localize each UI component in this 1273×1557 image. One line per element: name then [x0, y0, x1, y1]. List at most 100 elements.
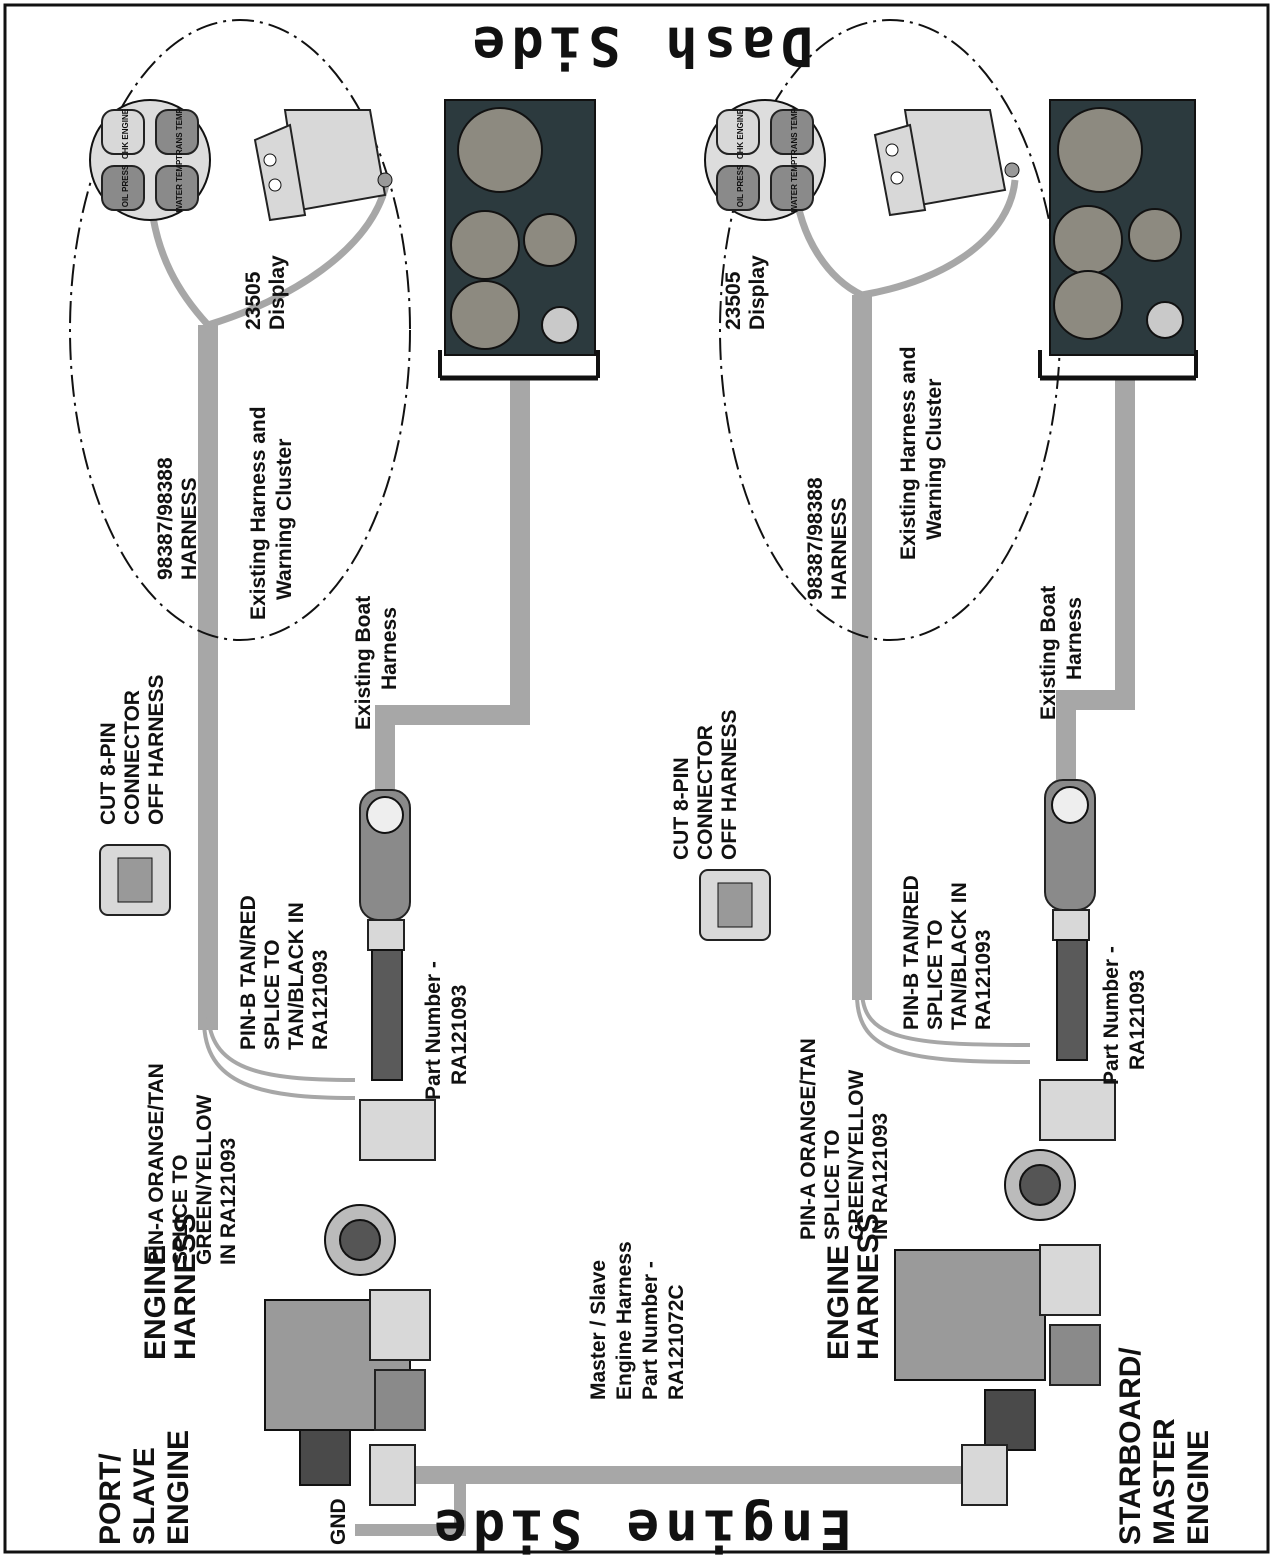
svg-text:GREEN/YELLOW: GREEN/YELLOW	[845, 1069, 868, 1240]
svg-text:Part Number -: Part Number -	[422, 961, 445, 1100]
stbd-part-number-label: Part Number - RA121093	[1100, 946, 1149, 1085]
svg-text:Harness: Harness	[1063, 597, 1086, 680]
svg-text:HARNESS: HARNESS	[178, 477, 201, 580]
svg-text:PIN-B TAN/RED: PIN-B TAN/RED	[237, 895, 260, 1050]
port-btn-oil: OIL PRESS	[121, 164, 130, 207]
svg-text:Existing Harness and: Existing Harness and	[247, 406, 270, 620]
stbd-engine-harness	[894, 1149, 1101, 1451]
svg-text:RA121072C: RA121072C	[665, 1284, 688, 1400]
stbd-boat-harness-wire	[1056, 380, 1135, 780]
stbd-btn-water: WATER TEMP	[790, 159, 799, 212]
svg-text:SPLICE TO: SPLICE TO	[261, 940, 284, 1050]
stbd-display-label: 23505 Display	[722, 255, 769, 330]
stbd-warning-label: Existing Harness and Warning Cluster	[897, 346, 946, 560]
stbd-cut-connector-label: CUT 8-PIN CONNECTOR OFF HARNESS	[670, 709, 741, 860]
port-link-connector	[369, 1444, 416, 1506]
svg-text:ENGINE: ENGINE	[822, 1245, 855, 1360]
frame-border	[3, 3, 1270, 1554]
stbd-cut-connector-icon	[699, 869, 771, 941]
dash-side-label: Dash Side	[467, 14, 814, 77]
svg-text:TAN/BLACK IN: TAN/BLACK IN	[948, 882, 971, 1030]
svg-text:PIN-A ORANGE/TAN: PIN-A ORANGE/TAN	[145, 1063, 168, 1265]
stbd-pin-b-label: PIN-B TAN/RED SPLICE TO TAN/BLACK IN RA1…	[900, 875, 995, 1030]
svg-text:ENGINE: ENGINE	[162, 1430, 195, 1545]
svg-text:OFF HARNESS: OFF HARNESS	[718, 709, 741, 860]
svg-text:23505: 23505	[722, 271, 745, 330]
svg-text:Engine Harness: Engine Harness	[613, 1241, 636, 1400]
svg-text:PORT/: PORT/	[94, 1453, 127, 1545]
svg-text:Warning Cluster: Warning Cluster	[923, 379, 946, 540]
stbd-23505-display	[704, 99, 826, 221]
port-gauge-panel	[444, 99, 596, 356]
gnd-label: GND	[327, 1498, 350, 1545]
svg-text:PIN-A ORANGE/TAN: PIN-A ORANGE/TAN	[797, 1038, 820, 1240]
port-part-number-label: Part Number - RA121093	[422, 961, 471, 1100]
port-pin-b-wire	[206, 1009, 356, 1082]
port-23505-display	[89, 99, 211, 221]
stbd-8pin-adapter	[1039, 779, 1116, 1141]
svg-text:Existing Harness and: Existing Harness and	[897, 346, 920, 560]
svg-text:Part Number -: Part Number -	[639, 1261, 662, 1400]
port-engine-label: PORT/ SLAVE ENGINE	[94, 1430, 195, 1545]
port-dash-boundary	[69, 19, 411, 641]
svg-text:Warning Cluster: Warning Cluster	[273, 439, 296, 600]
stbd-engine-harness-label: ENGINE HARNESS	[822, 1213, 885, 1360]
port-btn-trans: TRANS TEMP	[175, 107, 184, 160]
port-btn-water: WATER TEMP	[175, 159, 184, 212]
svg-text:RA121093: RA121093	[972, 930, 995, 1030]
stbd-link-connector	[961, 1444, 1008, 1506]
svg-text:IN RA121093: IN RA121093	[869, 1113, 892, 1240]
stbd-display-buttons: CHK ENGINE TRANS TEMP OIL PRESS WATER TE…	[736, 107, 799, 212]
stbd-boat-harness-label: Existing Boat Harness	[1037, 586, 1086, 720]
svg-text:ENGINE: ENGINE	[1182, 1430, 1215, 1545]
port-display-buttons: CHK ENGINE TRANS TEMP OIL PRESS WATER TE…	[121, 107, 184, 212]
svg-text:MASTER: MASTER	[1148, 1418, 1181, 1545]
svg-text:GREEN/YELLOW: GREEN/YELLOW	[193, 1094, 216, 1265]
svg-text:CONNECTOR: CONNECTOR	[121, 690, 144, 825]
svg-text:CUT 8-PIN: CUT 8-PIN	[670, 757, 693, 860]
svg-text:23505: 23505	[242, 271, 265, 330]
svg-text:Display: Display	[746, 255, 769, 330]
engine-side-label: Engine Side	[428, 1497, 852, 1557]
svg-text:ENGINE: ENGINE	[139, 1245, 172, 1360]
svg-text:HARNESS: HARNESS	[828, 497, 851, 600]
port-warning-label: Existing Harness and Warning Cluster	[247, 406, 296, 620]
port-sender-box	[253, 109, 393, 222]
gnd-wire	[355, 1475, 466, 1536]
svg-text:SPLICE TO: SPLICE TO	[169, 1155, 192, 1265]
svg-text:Existing Boat: Existing Boat	[1037, 586, 1060, 720]
stbd-pin-a-wire	[855, 994, 1031, 1064]
svg-text:Display: Display	[266, 255, 289, 330]
svg-text:SLAVE: SLAVE	[128, 1447, 161, 1545]
port-pin-a-label: PIN-A ORANGE/TAN SPLICE TO GREEN/YELLOW …	[145, 1063, 240, 1265]
svg-text:PIN-B TAN/RED: PIN-B TAN/RED	[900, 875, 923, 1030]
svg-text:IN RA121093: IN RA121093	[217, 1138, 240, 1265]
port-pin-b-label: PIN-B TAN/RED SPLICE TO TAN/BLACK IN RA1…	[237, 895, 332, 1050]
svg-text:98387/98388: 98387/98388	[154, 457, 177, 580]
port-cut-connector-icon	[99, 844, 171, 916]
port-btn-chk: CHK ENGINE	[121, 108, 130, 159]
svg-text:Harness: Harness	[378, 607, 401, 690]
svg-text:OFF HARNESS: OFF HARNESS	[145, 674, 168, 825]
stbd-sender-wire	[861, 179, 1019, 299]
port-sender-wire	[206, 184, 390, 329]
svg-text:SPLICE TO: SPLICE TO	[821, 1130, 844, 1240]
svg-text:STARBOARD/: STARBOARD/	[1114, 1347, 1147, 1545]
port-display-label: 23505 Display	[242, 255, 289, 330]
svg-text:SPLICE TO: SPLICE TO	[924, 920, 947, 1030]
stbd-pin-b-wire	[860, 989, 1031, 1047]
port-engine-harness-label: ENGINE HARNESS	[139, 1213, 202, 1360]
svg-text:CUT 8-PIN: CUT 8-PIN	[97, 722, 120, 825]
svg-text:HARNESS: HARNESS	[169, 1213, 202, 1360]
stbd-btn-chk: CHK ENGINE	[736, 108, 745, 159]
port-cut-connector-label: CUT 8-PIN CONNECTOR OFF HARNESS	[97, 674, 168, 825]
stbd-harness-label: 98387/98388 HARNESS	[804, 477, 851, 600]
stbd-sender-box	[873, 109, 1020, 217]
stbd-btn-trans: TRANS TEMP	[790, 107, 799, 160]
port-pin-a-wire	[202, 1019, 356, 1100]
port-harness-label: 98387/98388 HARNESS	[154, 457, 201, 580]
svg-text:Existing Boat: Existing Boat	[352, 596, 375, 730]
port-8pin-adapter	[359, 789, 436, 1161]
port-boat-harness-wire	[375, 380, 530, 790]
